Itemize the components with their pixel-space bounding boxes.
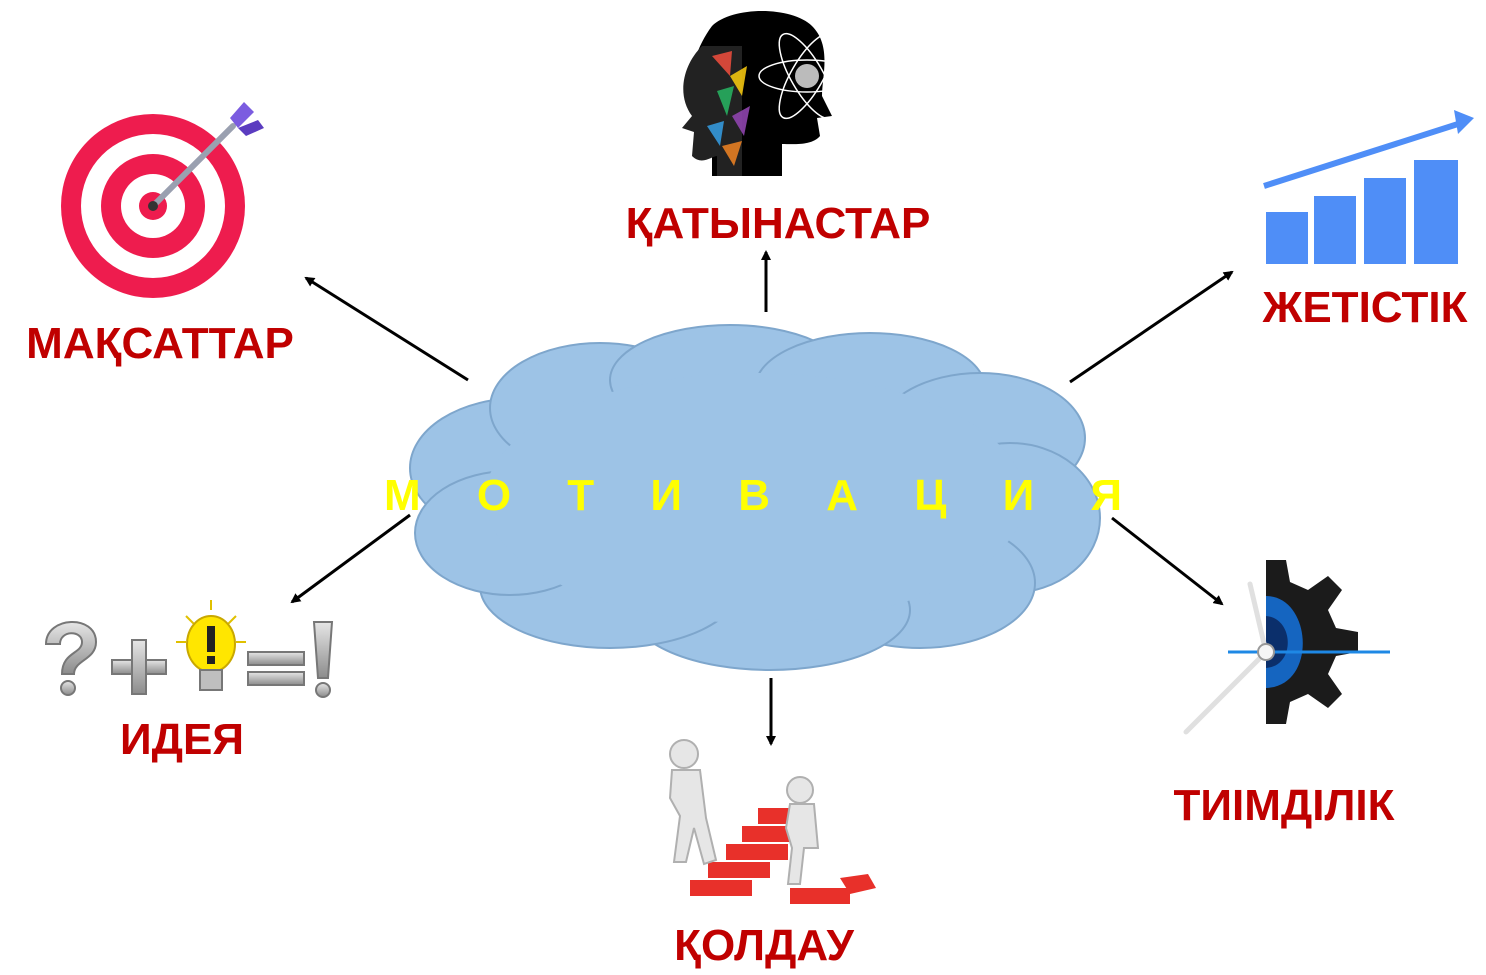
gear-with-clock-hands-icon xyxy=(1178,556,1394,750)
efficiency-label: ТИІМДІЛІК xyxy=(1173,781,1395,830)
arrow-to-efficiency xyxy=(1111,516,1224,606)
arrow-to-achievement xyxy=(1069,270,1234,384)
center-title: М О Т И В А Ц И Я xyxy=(383,471,1145,520)
helping-on-stairs-icon xyxy=(654,738,880,916)
goals-label: МАҚСАТТАР xyxy=(26,319,294,368)
relations-label: ҚАТЫНАСТАР xyxy=(625,199,931,248)
achievement-label: ЖЕТІСТІК xyxy=(1262,283,1468,332)
head-with-atom-icon xyxy=(672,6,887,181)
growth-bar-chart-icon xyxy=(1258,108,1478,268)
target-with-arrow-icon xyxy=(58,96,268,301)
support-label: ҚОЛДАУ xyxy=(674,921,854,970)
idea-label: ИДЕЯ xyxy=(120,715,244,764)
cloud-shape xyxy=(409,324,1101,671)
arrow-to-goals xyxy=(304,276,469,382)
question-plus-bulb-equals-exclamation-icon xyxy=(36,596,340,698)
arrow-to-idea xyxy=(290,513,411,604)
